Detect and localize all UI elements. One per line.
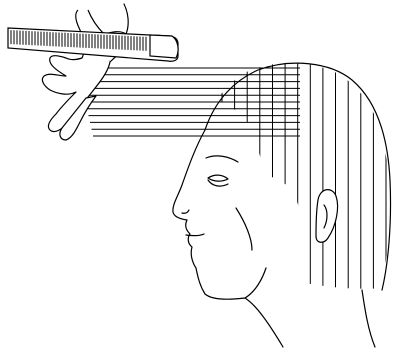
hand-icon [42, 4, 128, 140]
head-profile-icon [173, 63, 391, 347]
horizontal-hair-sections [78, 68, 300, 136]
